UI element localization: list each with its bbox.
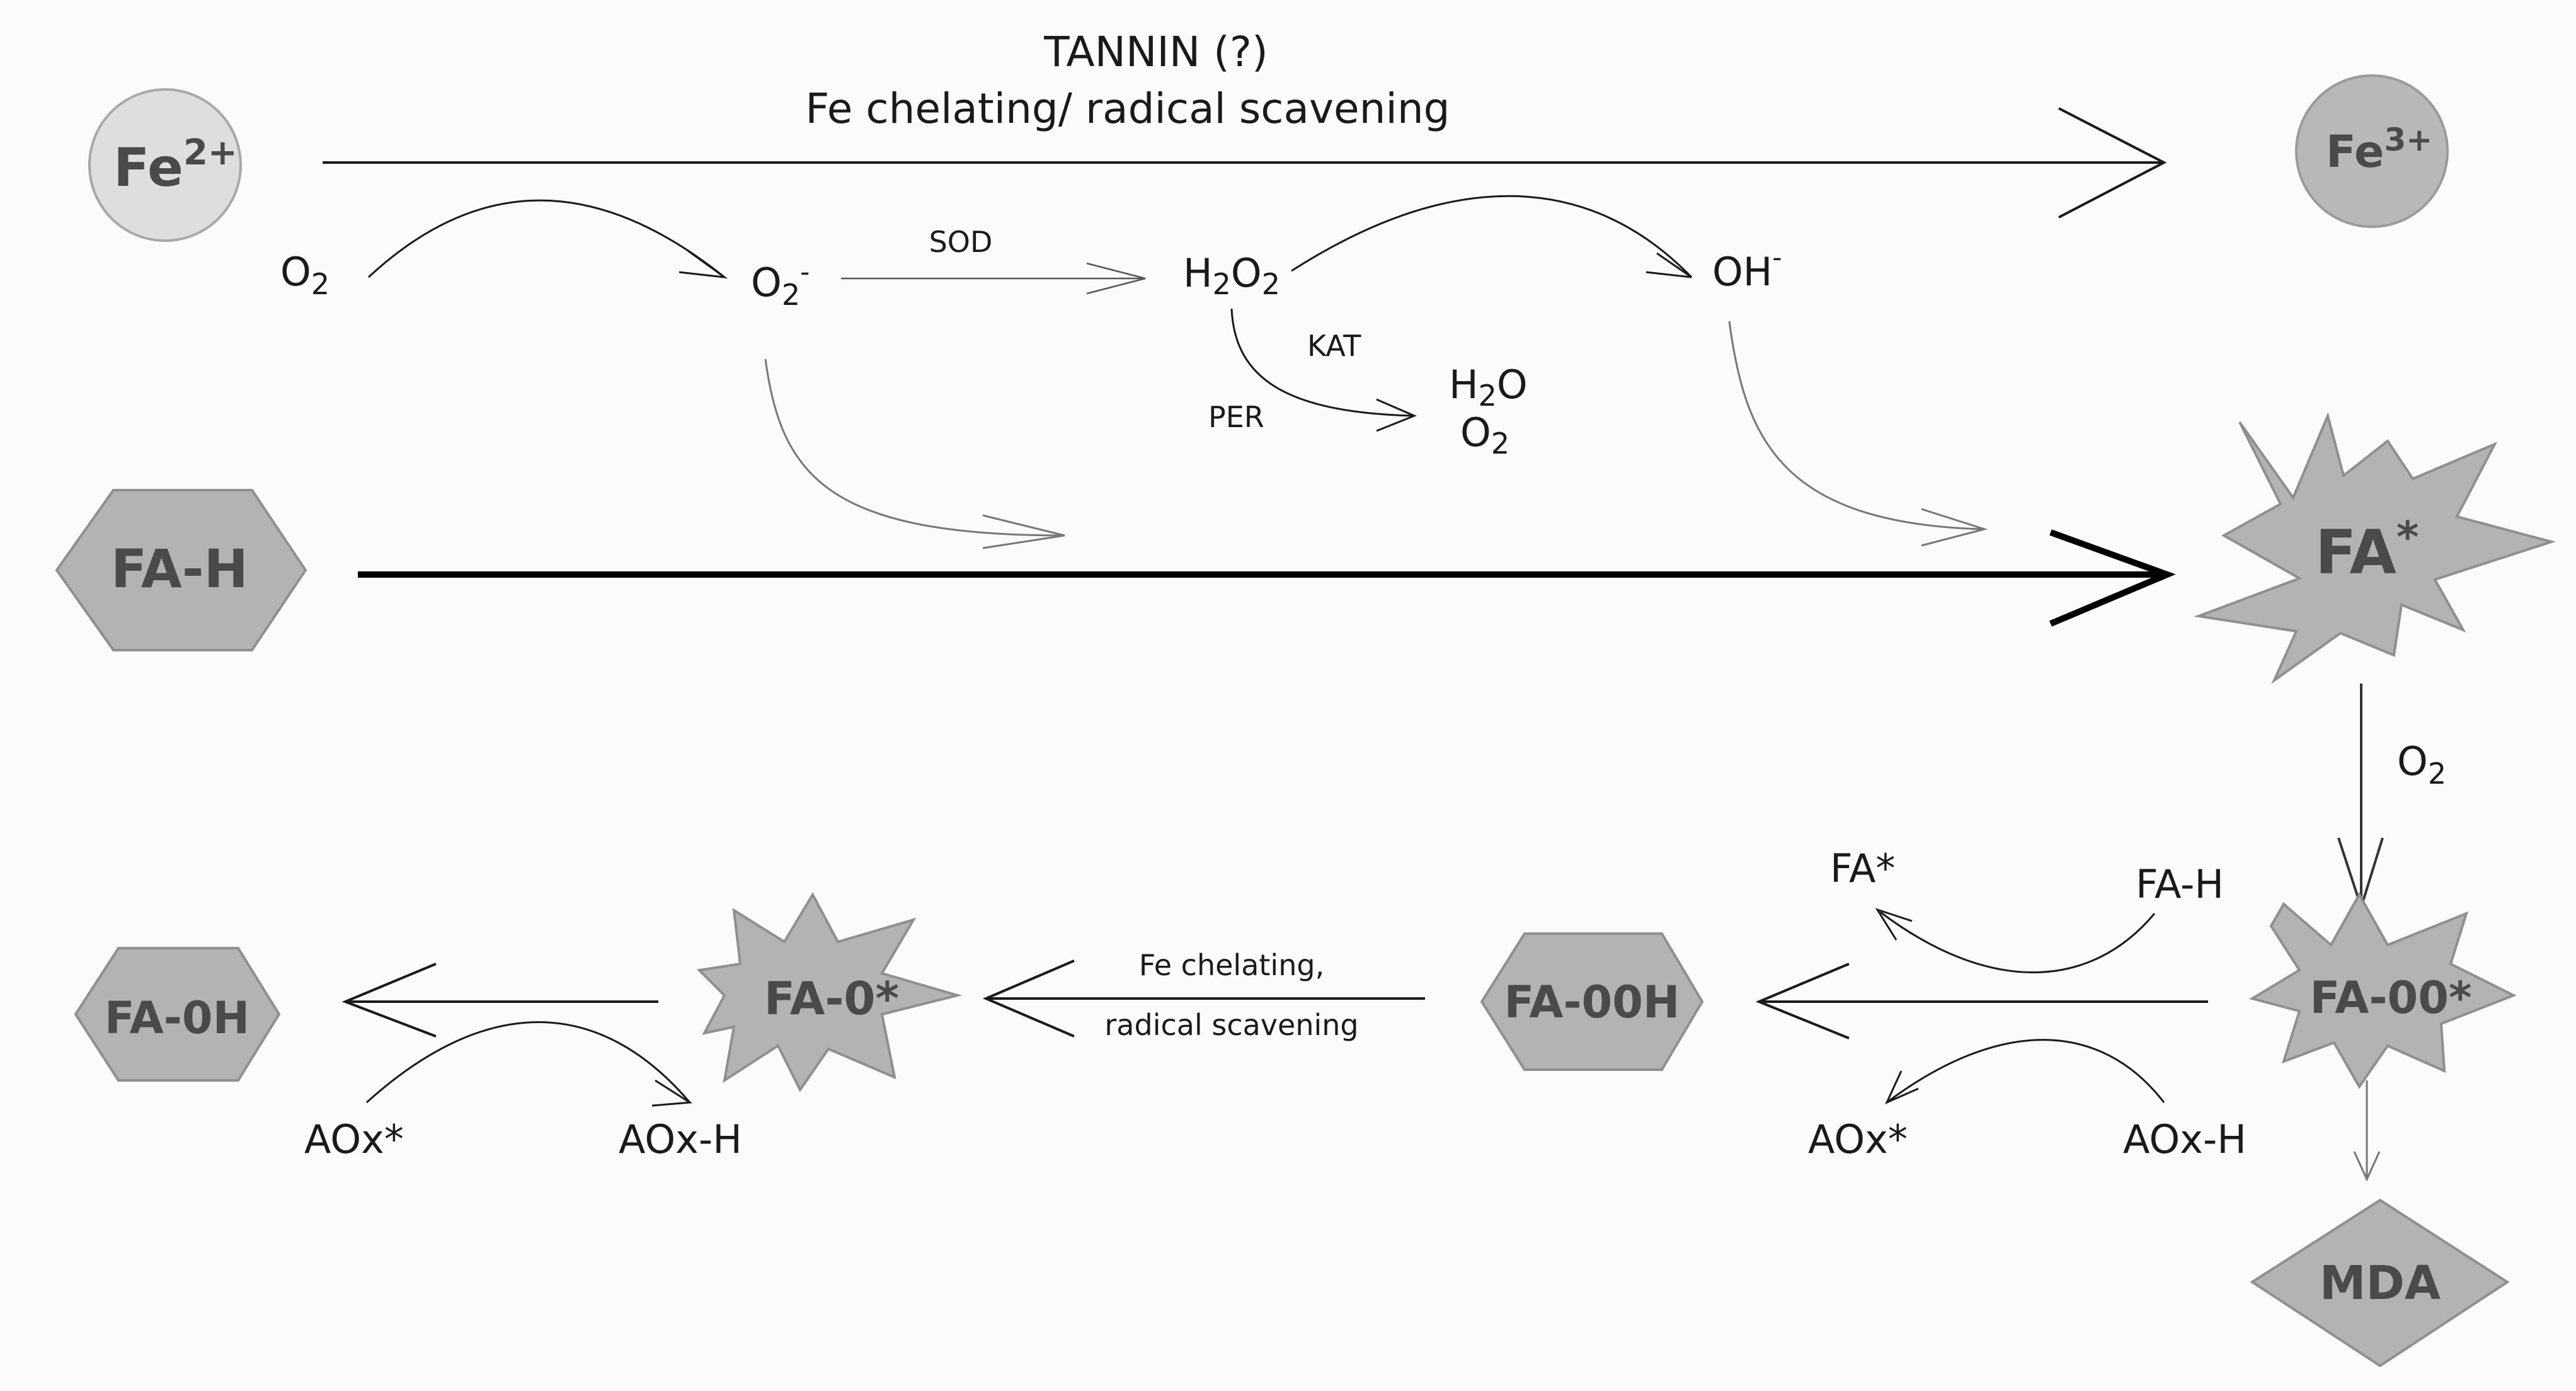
propagation-fa-h: FA-H bbox=[2136, 861, 2224, 907]
aox-left-arrow bbox=[365, 1021, 691, 1104]
sod-label: SOD bbox=[929, 225, 993, 259]
hydroxyl-attack-arrow bbox=[1728, 321, 1982, 530]
svg-text:FA*: FA* bbox=[2315, 513, 2419, 588]
fe-chelating-label: Fe chelating/ radical scavening bbox=[805, 84, 1450, 133]
svg-text:Fe3+: Fe3+ bbox=[2326, 122, 2432, 178]
aox-h-left: AOx-H bbox=[619, 1116, 742, 1162]
fe2-node: Fe2+ bbox=[88, 88, 242, 242]
svg-text:Fe2+: Fe2+ bbox=[113, 132, 238, 198]
initiation-arrow bbox=[358, 529, 2176, 627]
hydrogen-peroxide: H2O2 bbox=[1183, 250, 1280, 301]
fe3-charge: 3+ bbox=[2384, 122, 2432, 158]
superoxide-attack-arrow bbox=[764, 358, 1065, 537]
per-label: PER bbox=[1208, 400, 1264, 434]
fa-0-radical-label: FA-0* bbox=[764, 972, 899, 1025]
fa-radical-node: FA* bbox=[2194, 411, 2556, 684]
fe-chelating-middle-label: Fe chelating, bbox=[1139, 948, 1324, 982]
fa-0h-label: FA-0H bbox=[105, 992, 249, 1044]
fa-0h-node: FA-0H bbox=[74, 947, 281, 1082]
propagation-fa-star: FA* bbox=[1830, 845, 1895, 891]
fa-00h-node: FA-00H bbox=[1480, 932, 1704, 1071]
fa-h-label: FA-H bbox=[111, 538, 248, 600]
mda-label: MDA bbox=[2320, 1256, 2441, 1310]
aox-right-arrow bbox=[1886, 1039, 2165, 1104]
fa-00-radical-label: FA-00* bbox=[2310, 972, 2471, 1024]
fa-radical-base: FA bbox=[2315, 517, 2396, 588]
fe2-base: Fe bbox=[113, 137, 183, 198]
water-product: H2O bbox=[1449, 362, 1528, 413]
aox-star-right: AOx* bbox=[1808, 1116, 1908, 1162]
hydroxyl-radical: OH- bbox=[1712, 242, 1782, 295]
mda-node: MDA bbox=[2250, 1198, 2510, 1368]
aox-star-left: AOx* bbox=[304, 1116, 404, 1162]
tannin-label: TANNIN (?) bbox=[1043, 28, 1268, 76]
fa-00h-label: FA-00H bbox=[1504, 976, 1680, 1028]
aox-h-right: AOx-H bbox=[2123, 1116, 2247, 1162]
superoxide: O2- bbox=[751, 256, 810, 312]
fe3-base: Fe bbox=[2326, 126, 2384, 178]
propagation-arrow bbox=[1880, 911, 2156, 973]
fe-oxidation-arrow bbox=[323, 107, 2167, 219]
o2-to-superoxide-arrow bbox=[367, 199, 725, 278]
fe3-node: Fe3+ bbox=[2295, 74, 2449, 228]
fa-00-radical-node: FA-00* bbox=[2248, 891, 2517, 1089]
o2-reactant: O2 bbox=[280, 249, 329, 301]
peroxide-to-hydroxyl-arrow bbox=[1291, 195, 1693, 278]
kat-label: KAT bbox=[1307, 329, 1361, 363]
fa-0-radical-node: FA-0* bbox=[696, 891, 963, 1092]
radical-scavening-middle-label: radical scavening bbox=[1104, 1008, 1358, 1042]
catalase-arrow bbox=[1230, 308, 1415, 417]
fa-h-node: FA-H bbox=[55, 489, 307, 651]
o2-step-label: O2 bbox=[2397, 738, 2446, 791]
fe2-charge: 2+ bbox=[183, 132, 238, 173]
oxygen-product: O2 bbox=[1460, 409, 1509, 461]
fa-radical-star: * bbox=[2396, 513, 2419, 563]
